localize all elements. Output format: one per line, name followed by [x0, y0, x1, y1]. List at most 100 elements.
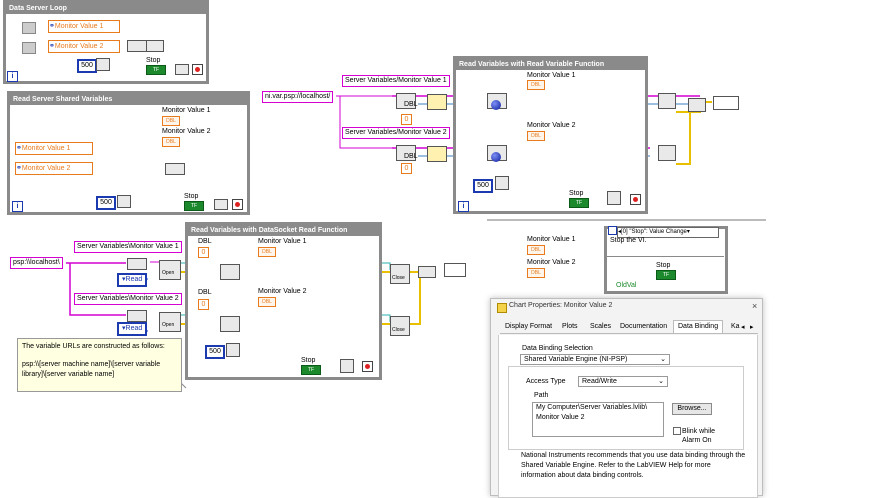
- stop-terminal[interactable]: TF: [569, 198, 589, 208]
- or-node[interactable]: [214, 199, 228, 210]
- stop-label: Stop: [146, 57, 161, 64]
- tab-ka[interactable]: Ka: [731, 323, 740, 330]
- event-case-selector[interactable]: ◂[0] "Stop": Value Change▾: [617, 227, 719, 238]
- variable-path-constant[interactable]: Server Variables\Monitor Value 1: [74, 241, 182, 253]
- iteration-terminal: i: [12, 201, 23, 212]
- indicator-terminal[interactable]: DBL: [258, 247, 276, 257]
- loop-condition-icon[interactable]: [192, 64, 203, 75]
- or-node[interactable]: [607, 191, 621, 205]
- stop-terminal[interactable]: TF: [184, 201, 204, 211]
- close-icon[interactable]: ×: [752, 301, 758, 311]
- dbl-label: DBL: [198, 238, 212, 245]
- stop-terminal[interactable]: TF: [656, 270, 676, 280]
- tab-scales[interactable]: Scales: [590, 323, 612, 330]
- stop-terminal[interactable]: TF: [301, 365, 321, 375]
- dropdown-value: Read/Write: [582, 378, 617, 385]
- indicator-terminal[interactable]: DBL: [527, 268, 545, 278]
- shared-variable-node[interactable]: ⚭Monitor Value 1: [15, 142, 93, 155]
- tab-documentation[interactable]: Documentation: [620, 323, 668, 330]
- concatenate-node[interactable]: [127, 258, 147, 270]
- merge-errors-node[interactable]: [146, 40, 164, 52]
- open-variable-node[interactable]: [396, 93, 416, 109]
- datasocket-open-node[interactable]: Open: [159, 260, 181, 280]
- bundle-node[interactable]: [127, 40, 147, 52]
- event-terminal-icon: [608, 226, 617, 235]
- shared-variable-node[interactable]: ⚭Monitor Value 2: [15, 162, 93, 175]
- path-field[interactable]: My Computer\Server Variables.lvlib\ Moni…: [532, 402, 664, 437]
- blink-label-line: Alarm On: [682, 437, 712, 444]
- open-connection-node[interactable]: [427, 146, 447, 162]
- wait-ms-node[interactable]: [226, 343, 240, 357]
- tab-display-format[interactable]: Display Format: [505, 323, 553, 330]
- variable-path-constant[interactable]: Server Variables\Monitor Value 2: [74, 293, 182, 305]
- binding-selection-dropdown[interactable]: Shared Variable Engine (NI-PSP) ⌄: [520, 354, 670, 365]
- url-constant[interactable]: psp:\\localhost\: [10, 257, 63, 269]
- numeric-constant[interactable]: 0: [401, 114, 412, 125]
- error-handler-node[interactable]: [444, 263, 466, 277]
- shared-variable-node[interactable]: ⚭Monitor Value 1: [48, 20, 120, 33]
- blink-label: Blink while Alarm On: [682, 427, 715, 445]
- event-case-label: [0] "Stop": Value Change: [621, 229, 687, 235]
- event-comment: Stop the VI.: [610, 237, 647, 244]
- dropdown-value: Shared Variable Engine (NI-PSP): [524, 356, 628, 363]
- wait-ms-node[interactable]: [96, 58, 110, 71]
- indicator-terminal[interactable]: DBL: [527, 131, 545, 141]
- wait-ms-constant[interactable]: 500: [473, 179, 493, 193]
- wait-ms-constant[interactable]: 500: [96, 196, 116, 210]
- blink-checkbox[interactable]: [673, 427, 681, 435]
- concatenate-node[interactable]: [127, 310, 147, 322]
- merge-errors-node[interactable]: [165, 163, 185, 175]
- datasocket-close-node[interactable]: Close: [390, 316, 410, 336]
- loop-condition-icon[interactable]: [232, 199, 243, 210]
- numeric-constant[interactable]: 0: [198, 299, 209, 310]
- url-constant[interactable]: ni.var.psp://localhost/: [262, 91, 334, 103]
- browse-button[interactable]: Browse...: [672, 403, 712, 415]
- datasocket-open-node[interactable]: Open: [159, 312, 181, 332]
- access-type-dropdown[interactable]: Read/Write ⌄: [578, 376, 668, 387]
- tab-scroll-left-icon[interactable]: ◂: [741, 324, 745, 331]
- error-handler-node[interactable]: [713, 96, 739, 110]
- oldval-terminal[interactable]: OldVal: [616, 282, 637, 289]
- open-connection-node[interactable]: [427, 94, 447, 110]
- shared-variable-node[interactable]: ⚭Monitor Value 2: [48, 40, 120, 53]
- numeric-constant[interactable]: 0: [401, 163, 412, 174]
- or-node[interactable]: [175, 64, 189, 75]
- tab-scroll-right-icon[interactable]: ▸: [750, 324, 754, 331]
- merge-errors-node[interactable]: [418, 266, 436, 278]
- globe-icon: [491, 100, 501, 110]
- datasocket-read-node[interactable]: [220, 264, 240, 280]
- mode-constant[interactable]: ▾Read: [117, 273, 148, 287]
- blink-label-line: Blink while: [682, 428, 716, 435]
- variable-path-constant[interactable]: Server Variables/Monitor Value 1: [342, 75, 450, 87]
- wait-ms-constant[interactable]: 500: [77, 59, 97, 73]
- stop-terminal[interactable]: TF: [146, 65, 166, 75]
- variable-path-constant[interactable]: Server Variables/Monitor Value 2: [342, 127, 450, 139]
- loop-condition-icon[interactable]: [362, 361, 373, 372]
- close-variable-node[interactable]: [658, 93, 676, 109]
- labview-icon: [497, 303, 507, 313]
- indicator-label: Monitor Value 1: [258, 238, 307, 245]
- datasocket-close-node[interactable]: Close: [390, 264, 410, 284]
- wait-ms-node[interactable]: [495, 176, 509, 190]
- close-variable-node[interactable]: [658, 145, 676, 161]
- mode-constant[interactable]: ▾Read: [117, 322, 148, 336]
- merge-errors-node[interactable]: [688, 98, 706, 112]
- path-label: Path: [534, 392, 549, 399]
- datasocket-read-node[interactable]: [220, 316, 240, 332]
- indicator-terminal[interactable]: DBL: [527, 245, 545, 255]
- indicator-terminal[interactable]: DBL: [527, 80, 545, 90]
- tab-plots[interactable]: Plots: [562, 323, 578, 330]
- binding-selection-label: Data Binding Selection: [522, 345, 593, 352]
- loop-condition-icon[interactable]: [630, 194, 641, 205]
- or-node[interactable]: [340, 359, 354, 373]
- indicator-terminal[interactable]: DBL: [258, 297, 276, 307]
- open-variable-node[interactable]: [396, 145, 416, 161]
- wait-ms-node[interactable]: [117, 195, 131, 208]
- tab-data-binding[interactable]: Data Binding: [673, 320, 724, 333]
- numeric-constant[interactable]: 0: [198, 247, 209, 258]
- wait-ms-constant[interactable]: 500: [205, 345, 225, 359]
- open-label: Open: [162, 270, 175, 276]
- indicator-terminal[interactable]: DBL: [162, 137, 180, 147]
- chart-properties-dialog[interactable]: Chart Properties: Monitor Value 2 × Disp…: [490, 298, 763, 498]
- indicator-terminal[interactable]: DBL: [162, 116, 180, 126]
